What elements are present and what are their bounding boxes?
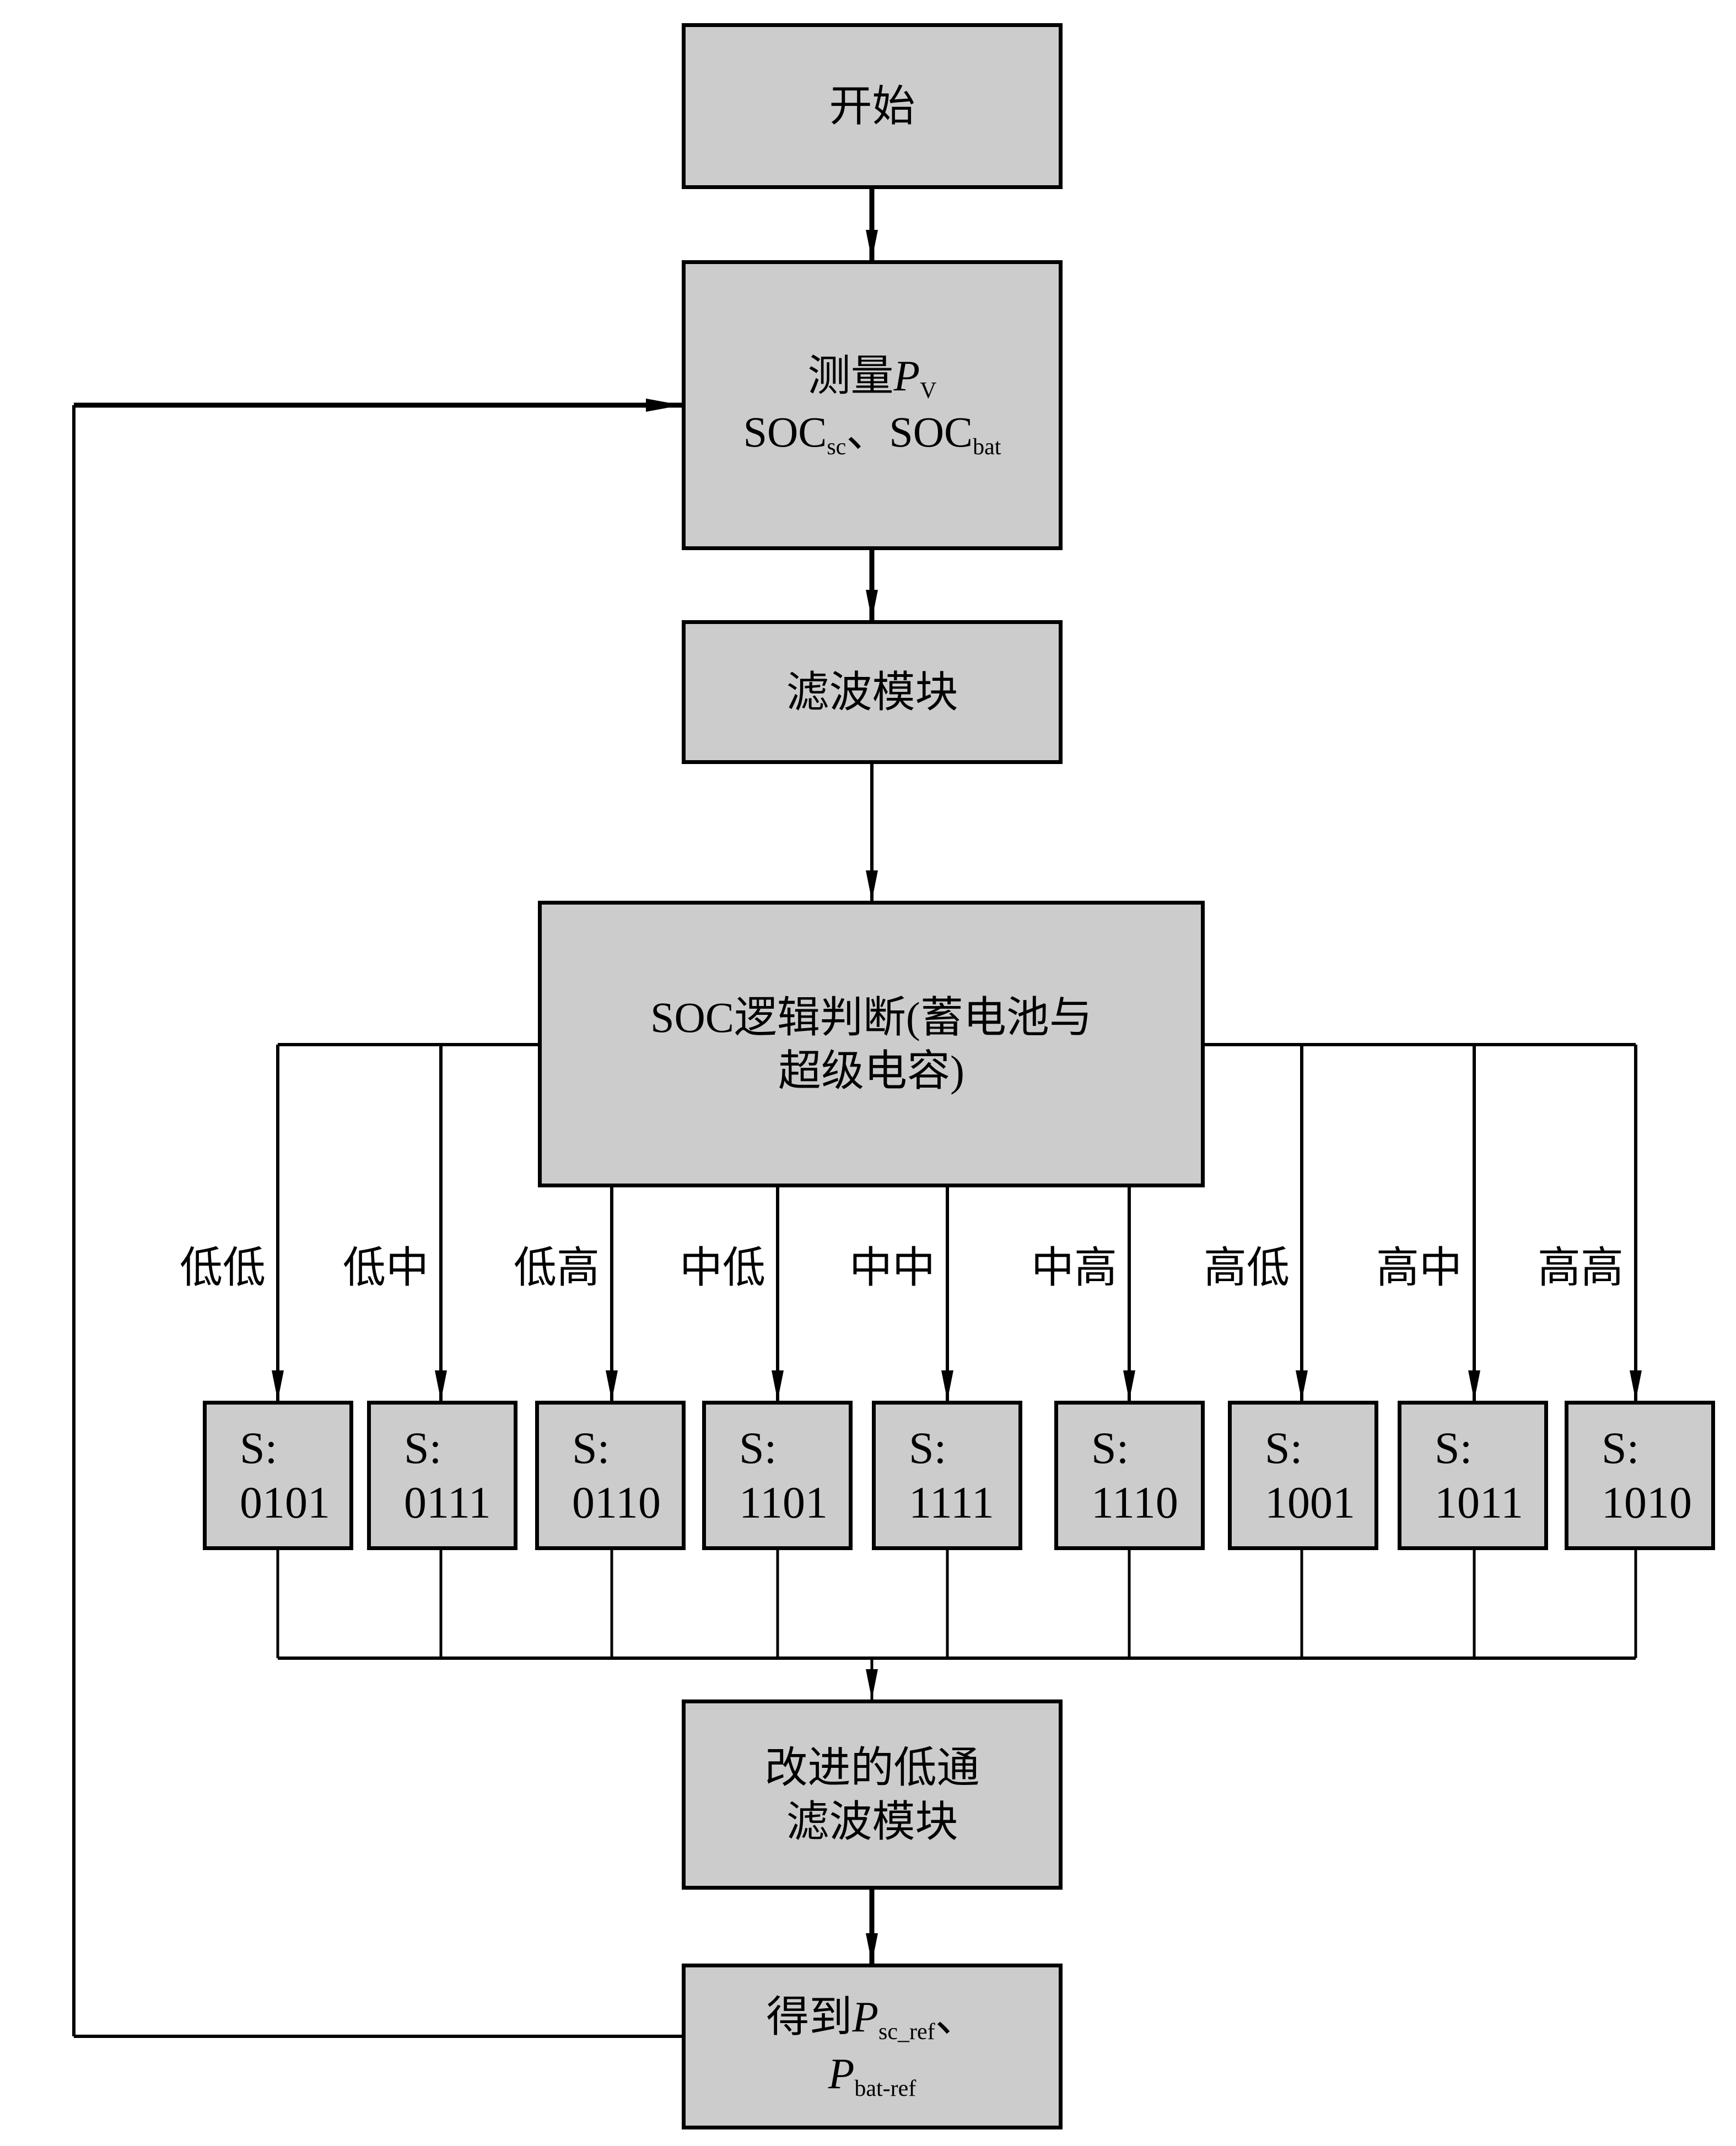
branch-condition-label: 低低: [179, 1244, 266, 1292]
state-prefix: S:: [1265, 1423, 1303, 1473]
branch-condition-label: 中低: [679, 1244, 765, 1292]
result-line1: 得到Psc_ref、: [766, 1993, 978, 2045]
branch-condition-label: 高低: [1203, 1244, 1290, 1292]
arrowhead-icon: [1630, 1370, 1642, 1401]
state-box: S:1011: [1398, 1401, 1548, 1550]
arrowhead-icon: [941, 1370, 953, 1401]
state-box: S:1001: [1228, 1401, 1378, 1550]
arrowhead-icon: [866, 230, 878, 260]
arrowhead-icon: [606, 1370, 618, 1401]
arrowhead-icon: [866, 870, 878, 901]
state-code: 1010: [1602, 1477, 1692, 1528]
start-label: 开始: [829, 82, 915, 130]
filter-label: 滤波模块: [786, 668, 958, 716]
state-code: 1011: [1435, 1477, 1523, 1528]
branch-condition-label: 低高: [513, 1244, 600, 1292]
soc-logic-box: SOC逻辑判断(蓄电池与 超级电容): [538, 901, 1205, 1187]
arrowhead-icon: [866, 1933, 878, 1964]
state-code: 1111: [909, 1477, 994, 1528]
arrowhead-icon: [272, 1370, 284, 1401]
state-code: 0110: [572, 1477, 661, 1528]
lpf-line2: 滤波模块: [786, 1797, 958, 1846]
lpf-line1: 改进的低通: [764, 1744, 980, 1792]
state-box: S:1111: [872, 1401, 1022, 1550]
state-prefix: S:: [1091, 1423, 1129, 1473]
state-prefix: S:: [1602, 1423, 1640, 1473]
arrowhead-icon: [646, 399, 682, 412]
result-line2: Pbat-ref: [828, 2049, 916, 2101]
state-code: 1110: [1091, 1477, 1178, 1528]
arrowhead-icon: [1468, 1370, 1480, 1401]
state-prefix: S:: [404, 1423, 442, 1473]
state-prefix: S:: [909, 1423, 947, 1473]
measure-line1: 测量PV: [807, 351, 937, 404]
state-box: S:0101: [203, 1401, 353, 1550]
measure-box: 测量PV SOCsc、SOCbat: [682, 260, 1063, 550]
state-box: S:1101: [702, 1401, 853, 1550]
branch-condition-label: 高高: [1537, 1244, 1624, 1292]
state-prefix: S:: [739, 1423, 777, 1473]
state-code: 0101: [240, 1477, 330, 1528]
measure-line2: SOCsc、SOCbat: [743, 408, 1001, 460]
state-box: S:1110: [1054, 1401, 1205, 1550]
filter-box: 滤波模块: [682, 620, 1063, 764]
arrowhead-icon: [1123, 1370, 1135, 1401]
state-prefix: S:: [572, 1423, 610, 1473]
state-prefix: S:: [240, 1423, 278, 1473]
soc-logic-line1: SOC逻辑判断(蓄电池与: [650, 993, 1092, 1041]
state-box: S:0111: [367, 1401, 517, 1550]
branch-condition-label: 中高: [1031, 1244, 1117, 1292]
soc-logic-line2: 超级电容): [778, 1047, 964, 1095]
state-box: S:1010: [1565, 1401, 1715, 1550]
state-code: 1001: [1265, 1477, 1355, 1528]
arrowhead-icon: [1296, 1370, 1308, 1401]
state-code: 0111: [404, 1477, 491, 1528]
lpf-box: 改进的低通 滤波模块: [682, 1699, 1063, 1890]
result-box: 得到Psc_ref、 Pbat-ref: [682, 1964, 1063, 2129]
branch-condition-label: 低中: [342, 1244, 429, 1292]
arrowhead-icon: [772, 1370, 784, 1401]
branch-condition-label: 高中: [1376, 1244, 1462, 1292]
state-box: S:0110: [535, 1401, 686, 1550]
state-code: 1101: [739, 1477, 828, 1528]
arrowhead-icon: [866, 1669, 878, 1699]
start-box: 开始: [682, 23, 1063, 189]
arrowhead-icon: [866, 590, 878, 620]
branch-condition-label: 中中: [849, 1244, 935, 1292]
arrowhead-icon: [435, 1370, 447, 1401]
state-prefix: S:: [1435, 1423, 1473, 1473]
